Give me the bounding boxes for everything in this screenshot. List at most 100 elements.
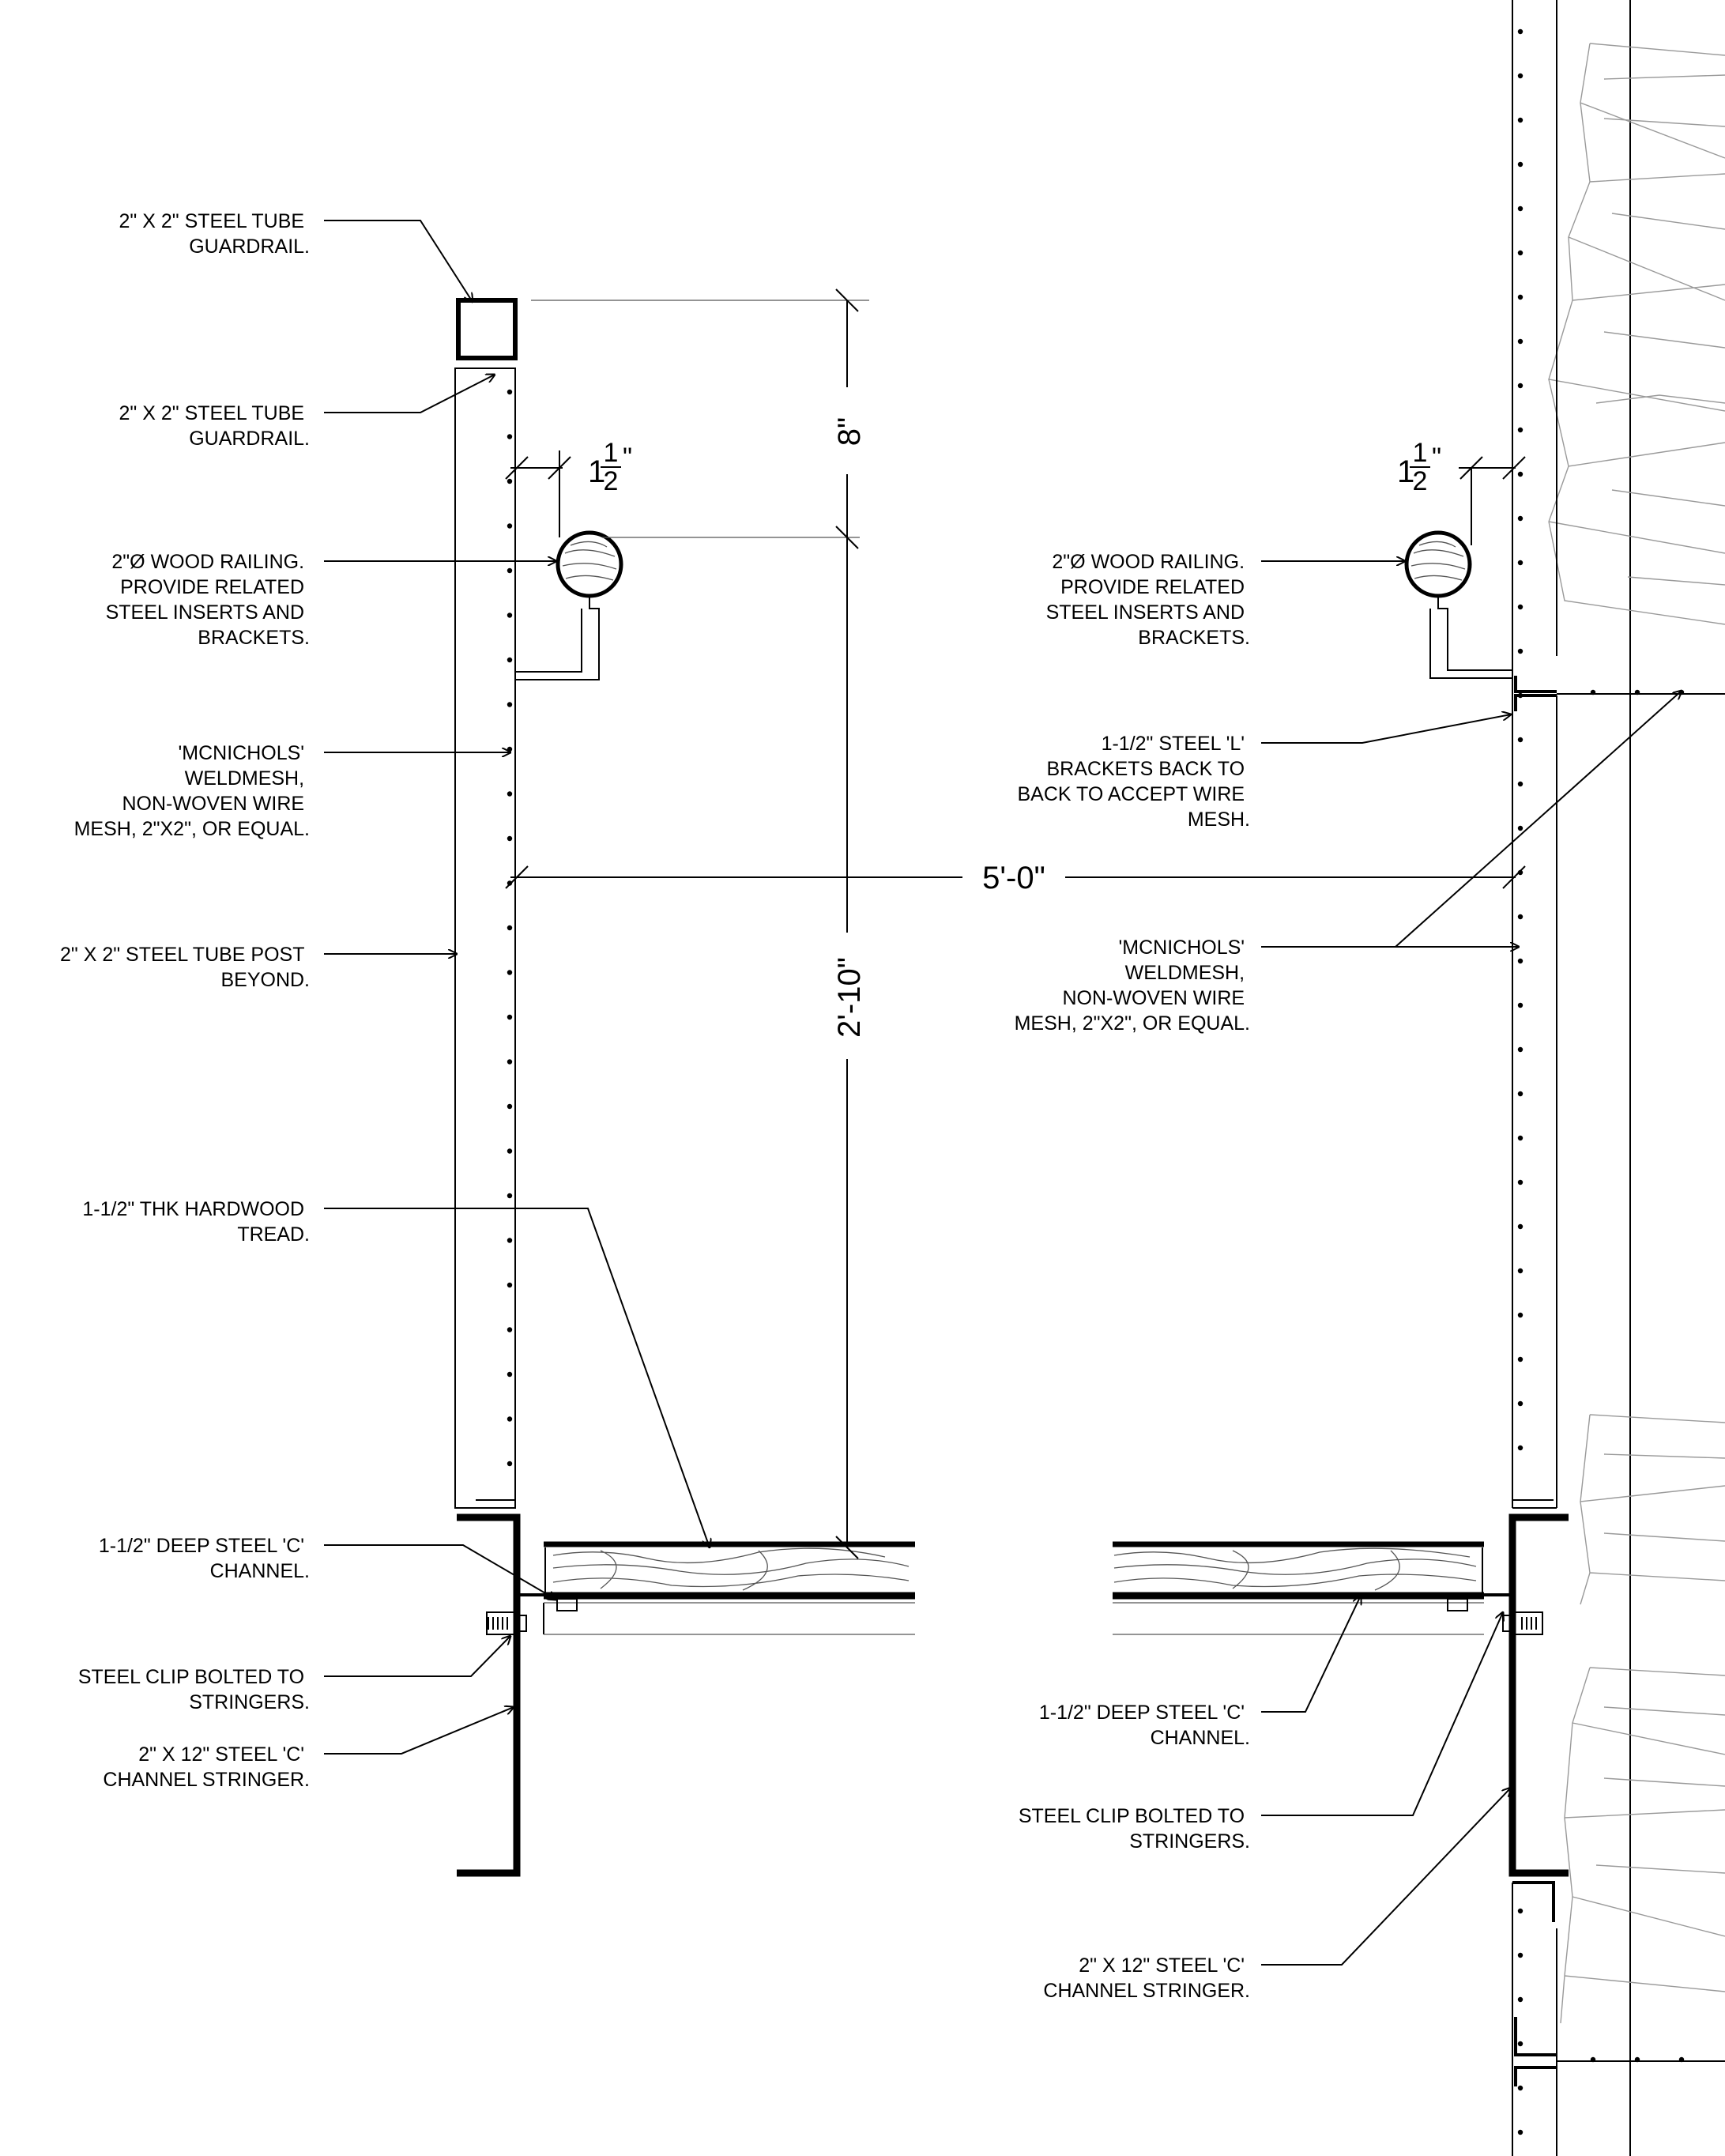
mesh-dot bbox=[507, 702, 513, 707]
mesh-dot bbox=[507, 1282, 513, 1288]
svg-text:2: 2 bbox=[604, 466, 619, 496]
mesh-dot bbox=[507, 1416, 513, 1422]
callout-c-channel-left: 1-1/2" DEEP STEEL 'C' CHANNEL. bbox=[99, 1535, 310, 1582]
mesh-dot bbox=[1517, 117, 1523, 123]
mesh-dot bbox=[507, 434, 513, 439]
callout-c-channel-right: 1-1/2" DEEP STEEL 'C' CHANNEL. bbox=[1039, 1702, 1250, 1749]
mesh-dot bbox=[1590, 689, 1596, 695]
callout-steel-clip-right: STEEL CLIP BOLTED TO STRINGERS. bbox=[1019, 1805, 1250, 1853]
mesh-dot bbox=[1517, 914, 1523, 920]
mesh-dot bbox=[1517, 1445, 1523, 1451]
dim-offset-left: 1 1 2 " bbox=[588, 438, 632, 496]
mesh-dot bbox=[1517, 1952, 1523, 1958]
mesh-dot bbox=[507, 478, 513, 484]
mesh-dot bbox=[1517, 1046, 1523, 1053]
mesh-dot bbox=[507, 657, 513, 663]
mesh-dot bbox=[1517, 737, 1523, 743]
mesh-dot bbox=[1517, 338, 1523, 345]
dim-rail-height: 8" bbox=[832, 417, 867, 446]
mesh-dot bbox=[1517, 604, 1523, 610]
mesh-dot bbox=[507, 1371, 513, 1378]
mesh-dot bbox=[1517, 1091, 1523, 1097]
svg-text:1: 1 bbox=[1413, 438, 1428, 468]
callout-l-brackets: 1-1/2" STEEL 'L' BRACKETS BACK TO BACK T… bbox=[1017, 733, 1250, 831]
mesh-dot bbox=[507, 523, 513, 529]
mesh-dot bbox=[1517, 2041, 1523, 2047]
mesh-dot bbox=[1517, 205, 1523, 212]
mesh-dot bbox=[1517, 1135, 1523, 1141]
callout-weldmesh-right: 'MCNICHOLS' WELDMESH, NON-WOVEN WIRE MES… bbox=[1015, 937, 1250, 1035]
mesh-dot bbox=[1517, 383, 1523, 389]
callout-guardrail-top: 2" X 2" STEEL TUBE GUARDRAIL. bbox=[119, 210, 310, 258]
mesh-dot bbox=[1517, 427, 1523, 433]
mesh-dot bbox=[1517, 1908, 1523, 1914]
mesh-dot bbox=[507, 1238, 513, 1243]
mesh-dot bbox=[1517, 1400, 1523, 1407]
mesh-dot bbox=[1517, 1002, 1523, 1008]
mesh-dot bbox=[507, 925, 513, 931]
mesh-dot bbox=[1517, 1223, 1523, 1230]
left-wire-mesh-dots bbox=[507, 389, 513, 1467]
mesh-dot bbox=[1517, 161, 1523, 168]
right-clip-bolt bbox=[1438, 1593, 1543, 1635]
mesh-dot bbox=[1517, 515, 1523, 522]
mesh-dot bbox=[507, 1103, 513, 1110]
svg-text:2: 2 bbox=[1413, 466, 1428, 496]
dim-guard-height: 2'-10" bbox=[832, 957, 867, 1038]
left-stringer bbox=[457, 1513, 521, 1877]
dim-span: 5'-0" bbox=[982, 861, 1045, 895]
mesh-dot bbox=[1517, 471, 1523, 477]
mesh-dot bbox=[507, 1327, 513, 1332]
left-wood-railing bbox=[515, 530, 623, 680]
mesh-dot bbox=[1517, 1996, 1523, 2003]
mesh-dot bbox=[507, 567, 513, 574]
mesh-dot bbox=[1517, 1179, 1523, 1185]
callout-wood-railing-left: 2"Ø WOOD RAILING. PROVIDE RELATED STEEL … bbox=[106, 551, 310, 649]
mesh-dot bbox=[1517, 958, 1523, 964]
callout-stringer-left: 2" X 12" STEEL 'C' CHANNEL STRINGER. bbox=[103, 1743, 310, 1791]
mesh-dot bbox=[1517, 692, 1523, 699]
callout-guardrail-side: 2" X 2" STEEL TUBE GUARDRAIL. bbox=[119, 402, 310, 450]
mesh-dot bbox=[1517, 648, 1523, 654]
mesh-dot bbox=[1517, 1356, 1523, 1363]
right-stringer bbox=[1508, 1513, 1569, 1877]
mesh-dot bbox=[1517, 294, 1523, 300]
mesh-dot bbox=[1517, 28, 1523, 35]
mesh-dot bbox=[507, 1059, 513, 1065]
callout-weldmesh-left: 'MCNICHOLS' WELDMESH, NON-WOVEN WIRE MES… bbox=[74, 742, 310, 840]
mesh-dot bbox=[507, 835, 513, 842]
mesh-dot bbox=[1517, 2129, 1523, 2135]
mesh-dot bbox=[507, 1461, 513, 1467]
mesh-dot bbox=[507, 1148, 513, 1154]
left-tread bbox=[543, 1541, 915, 1635]
right-callouts: 2"Ø WOOD RAILING. PROVIDE RELATED STEEL … bbox=[1015, 551, 1250, 2002]
right-wood-railing bbox=[1404, 530, 1512, 679]
mesh-dot bbox=[1517, 1268, 1523, 1274]
mesh-dot bbox=[507, 612, 513, 618]
callout-steel-clip-left: STEEL CLIP BOLTED TO STRINGERS. bbox=[78, 1666, 310, 1713]
svg-text:1: 1 bbox=[1397, 454, 1414, 489]
mesh-dot bbox=[507, 1014, 513, 1020]
right-tread bbox=[1113, 1541, 1484, 1635]
right-section bbox=[1113, 0, 1725, 2156]
rock-wall-texture bbox=[1548, 0, 1725, 2156]
dimension-labels: 8" 2'-10" 5'-0" 1 1 2 " 1 1 2 " bbox=[588, 417, 1441, 1038]
mesh-dot bbox=[507, 791, 513, 797]
right-wire-mesh-dots bbox=[1517, 28, 1685, 2135]
left-guardrail-tube bbox=[456, 298, 518, 360]
svg-text:": " bbox=[623, 443, 632, 473]
mesh-dot bbox=[507, 746, 513, 752]
callout-tube-post: 2" X 2" STEEL TUBE POST BEYOND. bbox=[60, 944, 310, 991]
svg-text:": " bbox=[1432, 443, 1441, 473]
mesh-dot bbox=[507, 970, 513, 975]
dimension-lines bbox=[505, 288, 1526, 1559]
mesh-dot bbox=[1517, 825, 1523, 831]
mesh-dot bbox=[1634, 689, 1640, 695]
mesh-dot bbox=[1517, 781, 1523, 787]
mesh-dot bbox=[1517, 73, 1523, 79]
mesh-dot bbox=[1517, 1312, 1523, 1318]
left-clip-bolt bbox=[486, 1593, 586, 1635]
svg-text:1: 1 bbox=[588, 454, 605, 489]
left-tube-post bbox=[454, 368, 516, 1509]
dim-offset-right: 1 1 2 " bbox=[1397, 438, 1441, 496]
